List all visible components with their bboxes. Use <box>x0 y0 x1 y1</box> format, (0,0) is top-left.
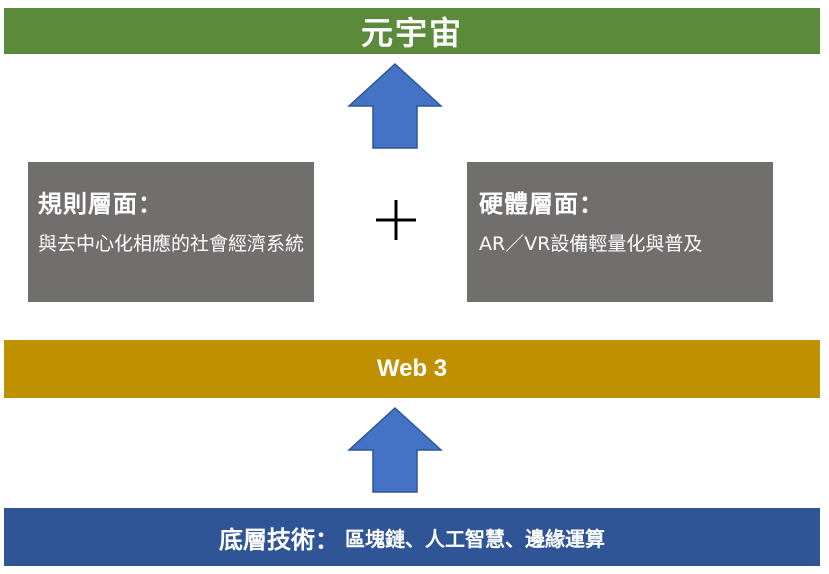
rules-layer-text: 與去中心化相應的社會經濟系統 <box>38 233 305 255</box>
hardware-layer-box: 硬體層面： AR／VR設備輕量化與普及 <box>467 162 773 302</box>
web3-label: Web 3 <box>376 355 448 382</box>
metaverse-band: 元宇宙 <box>4 8 820 54</box>
hardware-layer-title: 硬體層面： <box>479 190 604 218</box>
up-arrow-icon <box>347 406 443 493</box>
base-tech-title: 底層技術： <box>219 525 339 554</box>
base-tech-detail: 區塊鏈、人工智慧、邊緣運算 <box>345 526 605 551</box>
metaverse-label: 元宇宙 <box>360 14 463 52</box>
plus-icon <box>376 200 416 240</box>
web3-band: Web 3 <box>4 340 820 398</box>
rules-layer-box: 規則層面： 與去中心化相應的社會經濟系統 <box>28 162 314 302</box>
up-arrow-icon <box>347 62 443 149</box>
hardware-layer-text: AR／VR設備輕量化與普及 <box>479 233 703 255</box>
base-tech-band: 底層技術： 區塊鏈、人工智慧、邊緣運算 <box>4 508 820 566</box>
rules-layer-title: 規則層面： <box>38 190 163 218</box>
